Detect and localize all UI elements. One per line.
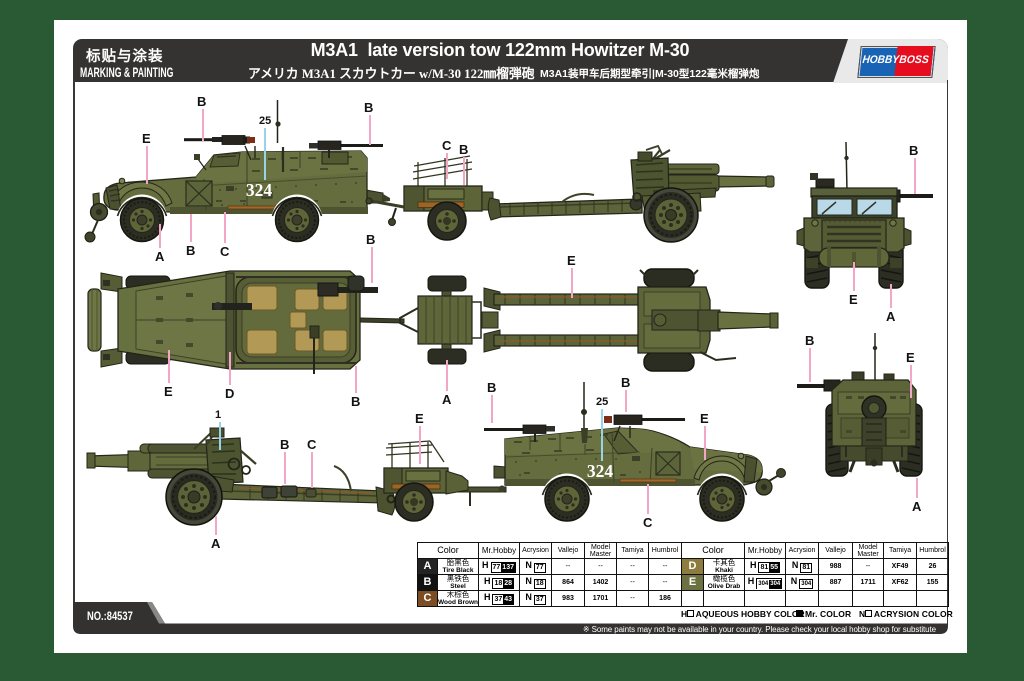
svg-text:324: 324 bbox=[587, 461, 614, 481]
svg-text:324: 324 bbox=[246, 180, 273, 200]
